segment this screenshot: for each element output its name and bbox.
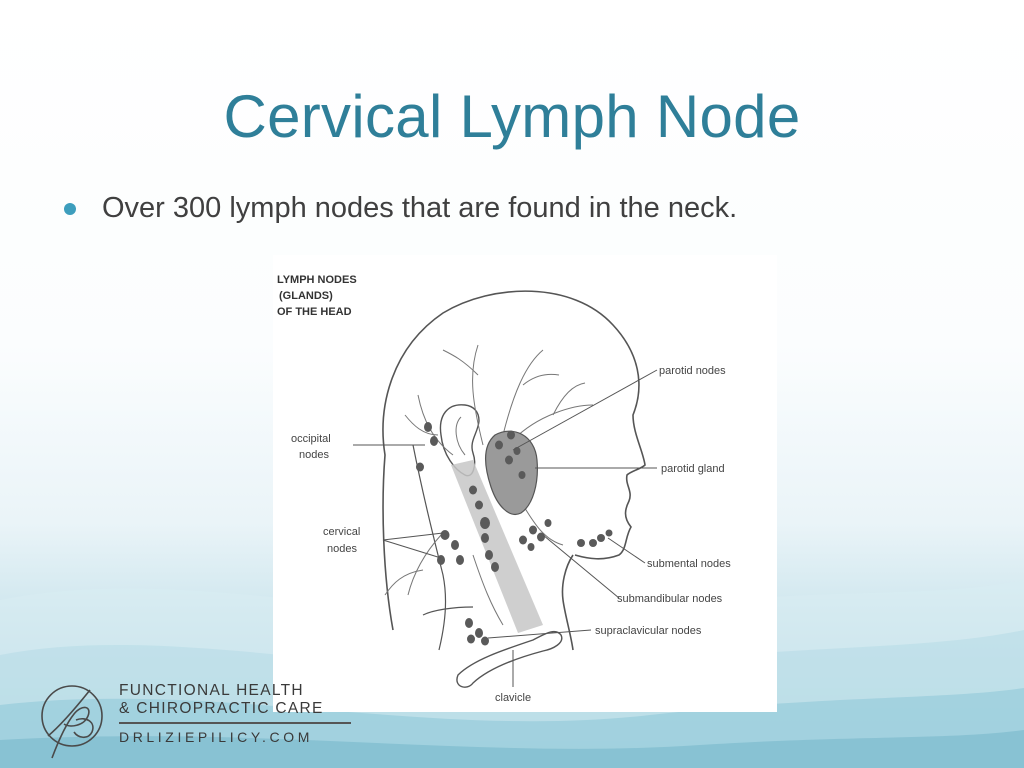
clinic-logo: FUNCTIONAL HEALTH & CHIROPRACTIC CARE DR… xyxy=(30,676,370,764)
label-occipital-line2: nodes xyxy=(299,449,329,461)
label-pointer-lines xyxy=(353,369,658,687)
neck-front-outline xyxy=(561,554,574,651)
bullet-text: Over 300 lymph nodes that are found in t… xyxy=(102,192,738,224)
slide-title: Cervical Lymph Node xyxy=(223,83,801,150)
head-outline xyxy=(382,290,646,631)
vessel-branches xyxy=(384,344,594,626)
bullet-dot-icon xyxy=(64,202,76,215)
logo-url: DRLIZIEPILICY.COM xyxy=(119,729,313,745)
diagram-heading-line3: OF THE HEAD xyxy=(277,306,352,318)
diagram-heading-line2: (GLANDS) xyxy=(279,290,333,302)
label-cervical-line1: cervical xyxy=(323,526,360,538)
label-clavicle: clavicle xyxy=(495,692,531,704)
head-neck-illustration: LYMPH NODES (GLANDS) OF THE HEAD xyxy=(277,274,731,704)
lymph-node-diagram: LYMPH NODES (GLANDS) OF THE HEAD xyxy=(273,255,777,712)
bullet-item: Over 300 lymph nodes that are found in t… xyxy=(64,192,737,225)
neck-muscle-band xyxy=(451,460,543,633)
label-supraclavicular-nodes: supraclavicular nodes xyxy=(595,625,702,637)
label-parotid-nodes: parotid nodes xyxy=(659,365,726,377)
label-submandibular-nodes: submandibular nodes xyxy=(617,593,723,605)
logo-line1: FUNCTIONAL HEALTH xyxy=(119,682,304,699)
logo-line2: & CHIROPRACTIC CARE xyxy=(119,700,324,717)
parotid-gland xyxy=(484,430,538,515)
clavicle-bone xyxy=(456,631,563,688)
label-submental-nodes: submental nodes xyxy=(647,558,731,570)
clinic-monogram-icon xyxy=(41,685,103,759)
lymph-node-dots xyxy=(416,422,613,646)
neck-back-outline xyxy=(412,444,447,651)
logo-divider xyxy=(119,722,351,724)
ear-inner xyxy=(455,416,466,456)
label-occipital-line1: occipital xyxy=(291,433,331,445)
label-parotid-gland: parotid gland xyxy=(661,463,725,475)
collarbone-left xyxy=(422,606,474,616)
diagram-heading-line1: LYMPH NODES xyxy=(277,274,357,286)
label-cervical-line2: nodes xyxy=(327,543,357,555)
